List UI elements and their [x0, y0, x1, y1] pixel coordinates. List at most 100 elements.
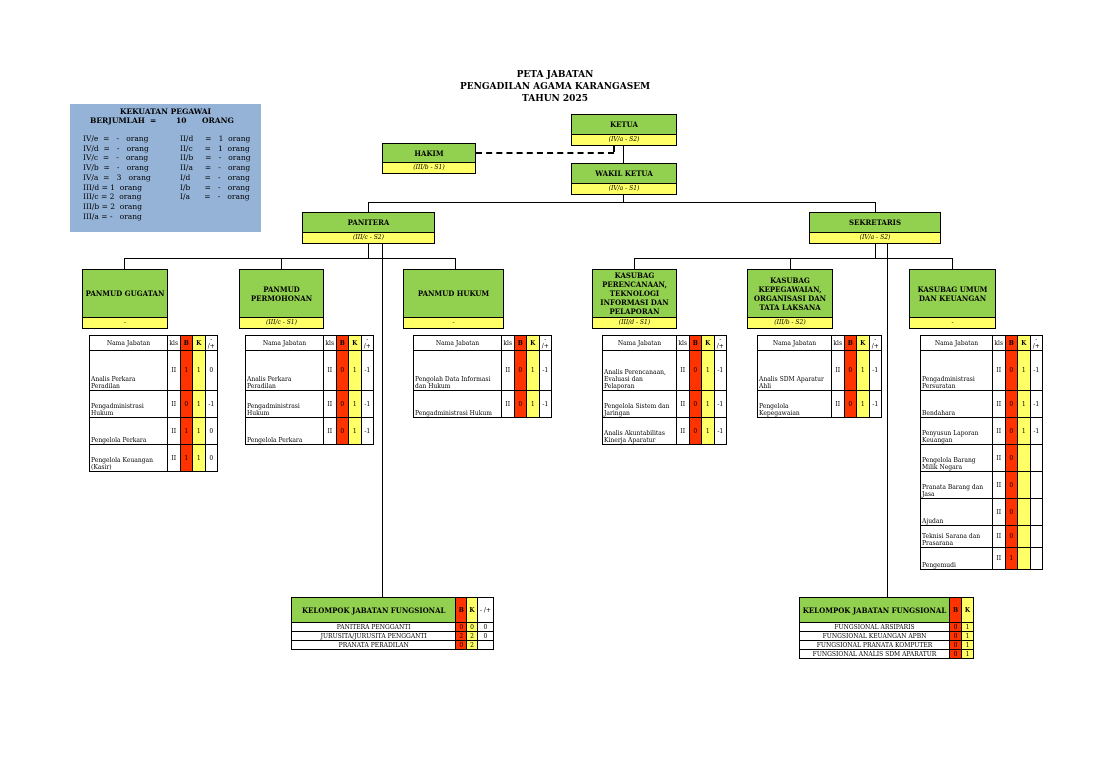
position-diff	[1029, 498, 1043, 526]
position-k: 1	[701, 417, 715, 445]
header-name: Nama Jabatan	[920, 335, 993, 351]
fungsional-b: 0	[949, 640, 962, 650]
position-kls: II	[167, 350, 181, 391]
position-k: 1	[192, 350, 206, 391]
fungsional-k: 2	[466, 631, 478, 641]
position-kls: II	[323, 417, 337, 445]
position-diff: -1	[538, 390, 552, 418]
fungsional-table-right: KELOMPOK JABATAN FUNGSIONAL B K FUNGSION…	[799, 597, 974, 659]
header-diff: - /+	[204, 335, 218, 351]
header-k: K	[701, 335, 715, 351]
position-kls: II	[323, 350, 337, 391]
node-umum-name: KASUBAG UMUM DAN KEUANGAN	[910, 270, 995, 318]
fungsional-k: 1	[961, 631, 974, 641]
position-kls: II	[676, 390, 690, 418]
position-b: 0	[1004, 390, 1018, 418]
header-kls: kls	[992, 335, 1006, 351]
position-b: 0	[1004, 498, 1018, 526]
fungsional-name: FUNGSIONAL ARSIPARIS	[799, 622, 950, 632]
connector-panitera-bar	[124, 258, 455, 259]
position-name: Pengadministrasi Hukum	[413, 390, 502, 418]
position-b: 0	[335, 390, 349, 418]
header-diff: - /+	[713, 335, 727, 351]
node-perencanaan-grade: (III/d - S1)	[593, 318, 676, 328]
fungsional-b: 0	[949, 631, 962, 641]
strength-left-row: IV/c = - orang	[83, 153, 149, 163]
table-row: Analis Perencanaan, Evaluasi dan Pelapor…	[602, 350, 727, 391]
strength-right-row: I/b = - orang	[180, 182, 250, 192]
position-diff: 0	[204, 417, 218, 445]
position-name: Penyusun Laporan Keuangan	[920, 417, 993, 445]
fungsional-name: FUNGSIONAL ANALIS SDM APARATUR	[799, 649, 950, 659]
fungsional-left-b-header: B	[455, 597, 468, 623]
position-kls: II	[992, 390, 1006, 418]
position-k: 1	[192, 444, 206, 472]
header-kls: kls	[831, 335, 845, 351]
node-panitera: PANITERA (III/c - S2)	[302, 212, 435, 244]
fungsional-k: 1	[961, 622, 974, 632]
title-line-2: PENGADILAN AGAMA KARANGASEM	[459, 82, 651, 92]
position-name: Analis SDM Aparatur Ahli	[757, 350, 832, 391]
connector-panitera-sekretaris	[368, 202, 875, 203]
node-ketua-name: KETUA	[572, 115, 676, 135]
position-k: 1	[348, 390, 362, 418]
connector-wakil-down	[623, 193, 624, 202]
position-b: 0	[1004, 350, 1018, 391]
position-k	[1017, 525, 1031, 548]
node-umum-grade: -	[910, 318, 995, 328]
fungsional-diff: 0	[476, 622, 495, 632]
header-b: B	[843, 335, 857, 351]
position-b: 0	[179, 390, 193, 418]
connector-hakim-dashed-vertical	[613, 140, 615, 152]
node-wakil-grade: (IV/a - S1)	[572, 184, 676, 194]
position-name: Pengelola Perkara	[245, 417, 324, 445]
connector-ketua-wakil	[623, 144, 624, 163]
header-b: B	[1004, 335, 1018, 351]
position-k: 1	[701, 350, 715, 391]
connector-panitera-down	[368, 242, 369, 258]
connector-hukum	[455, 258, 456, 269]
position-kls: II	[992, 525, 1006, 548]
connector-perencanaan	[634, 258, 635, 269]
fungsional-k: 2	[466, 640, 478, 650]
strength-right-row: II/a = - orang	[180, 163, 251, 173]
position-k	[1017, 471, 1031, 499]
position-k: 1	[348, 417, 362, 445]
strength-total-value: 10	[176, 116, 187, 125]
node-hukum-name: PANMUD HUKUM	[404, 270, 503, 318]
position-b: 0	[1004, 444, 1018, 472]
fungsional-name: PANITERA PENGGANTI	[290, 622, 457, 632]
fungsional-diff: 0	[476, 631, 495, 641]
connector-to-panitera	[368, 202, 369, 212]
position-kls: II	[167, 444, 181, 472]
fungsional-name: PRANATA PERADILAN	[290, 640, 457, 650]
position-k	[1017, 498, 1031, 526]
position-diff: -1	[1029, 350, 1043, 391]
header-name: Nama Jabatan	[602, 335, 677, 351]
position-name: Pengelola Keuangan (Kasir)	[89, 444, 168, 472]
position-name: Analis Akuntabilitas Kinerja Aparatur	[602, 417, 677, 445]
fungsional-b: 0	[949, 649, 962, 659]
connector-left-fungsional	[382, 242, 383, 598]
fungsional-right-b-header: B	[949, 597, 962, 623]
position-diff: -1	[360, 417, 374, 445]
connector-to-sekretaris	[875, 202, 876, 212]
header-k: K	[1017, 335, 1031, 351]
position-name: Pengelola Barang Milik Negara	[920, 444, 993, 472]
node-hakim-name: HAKIM	[383, 144, 475, 163]
position-k: 1	[1017, 417, 1031, 445]
header-b: B	[688, 335, 702, 351]
position-kls: II	[992, 498, 1006, 526]
strength-right-row: I/a = - orang	[180, 192, 250, 202]
position-b: 0	[688, 350, 702, 391]
position-name: Bendahara	[920, 390, 993, 418]
position-diff: -1	[713, 390, 727, 418]
